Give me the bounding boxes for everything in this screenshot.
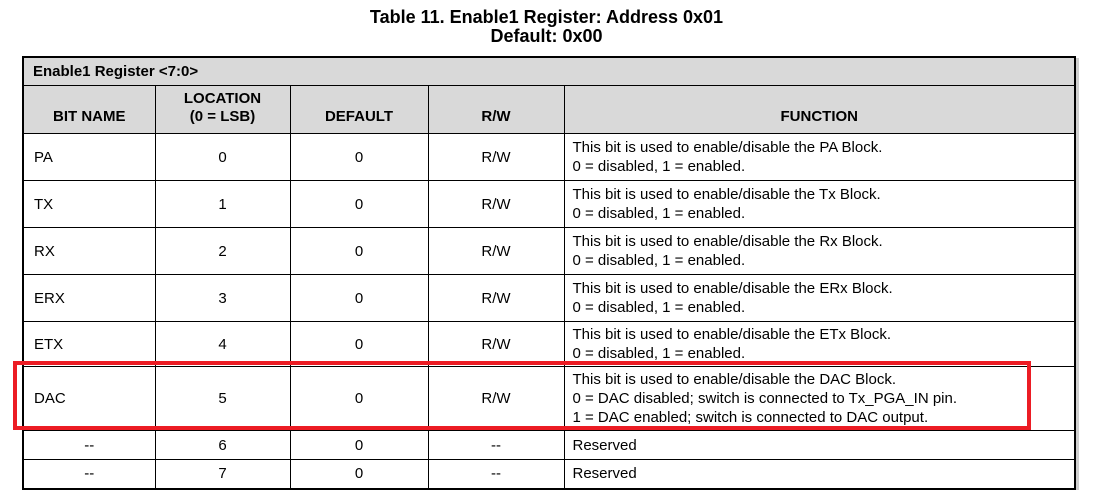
table-caption-line2: Default: 0x00: [490, 25, 603, 46]
bit-name-cell: --: [22, 459, 156, 489]
function-cell: This bit is used to enable/disable the E…: [563, 274, 1076, 322]
rw-cell: R/W: [427, 227, 565, 275]
bit-name-cell: --: [22, 430, 156, 460]
column-header-rw: R/W: [427, 85, 565, 134]
table-row-reserved-6: -- 6 0 -- Reserved: [22, 430, 1076, 460]
function-line: Reserved: [572, 436, 637, 454]
function-line: This bit is used to enable/disable the E…: [572, 326, 892, 343]
location-cell: 0: [154, 133, 291, 181]
location-cell: 6: [154, 430, 291, 460]
function-cell: Reserved: [563, 430, 1076, 460]
default-cell: 0: [289, 366, 429, 431]
bit-name-cell: PA: [22, 133, 156, 181]
column-header-location-line2: (0 = LSB): [189, 108, 256, 125]
rw-cell: R/W: [427, 180, 565, 228]
column-header-location: LOCATION (0 = LSB): [154, 85, 291, 134]
rw-cell: R/W: [427, 321, 565, 367]
rw-cell: --: [427, 459, 565, 489]
bit-name-cell: DAC: [22, 366, 156, 431]
function-line: This bit is used to enable/disable the T…: [572, 186, 881, 203]
default-cell: 0: [289, 321, 429, 367]
location-cell: 5: [154, 366, 291, 431]
function-line: 0 = disabled, 1 = enabled.: [572, 205, 746, 222]
location-cell: 4: [154, 321, 291, 367]
table-row-dac: DAC 5 0 R/W This bit is used to enable/d…: [22, 366, 1076, 431]
table-row-etx: ETX 4 0 R/W This bit is used to enable/d…: [22, 321, 1076, 367]
bit-name-cell: RX: [22, 227, 156, 275]
table-row-rx: RX 2 0 R/W This bit is used to enable/di…: [22, 227, 1076, 275]
default-cell: 0: [289, 227, 429, 275]
function-line: 0 = DAC disabled; switch is connected to…: [572, 390, 958, 407]
rw-cell: --: [427, 430, 565, 460]
rw-cell: R/W: [427, 274, 565, 322]
table-row-tx: TX 1 0 R/W This bit is used to enable/di…: [22, 180, 1076, 228]
function-cell: This bit is used to enable/disable the P…: [563, 133, 1076, 181]
function-line: 0 = disabled, 1 = enabled.: [572, 345, 746, 362]
enable1-register-table: Enable1 Register <7:0> BIT NAME LOCATION…: [22, 56, 1076, 490]
function-cell: This bit is used to enable/disable the T…: [563, 180, 1076, 228]
function-line: Reserved: [572, 465, 637, 483]
function-cell: Reserved: [563, 459, 1076, 489]
function-line: This bit is used to enable/disable the D…: [572, 371, 897, 388]
table-row-pa: PA 0 0 R/W This bit is used to enable/di…: [22, 133, 1076, 181]
function-cell: This bit is used to enable/disable the E…: [563, 321, 1076, 367]
default-cell: 0: [289, 274, 429, 322]
location-cell: 3: [154, 274, 291, 322]
function-cell: This bit is used to enable/disable the R…: [563, 227, 1076, 275]
location-cell: 7: [154, 459, 291, 489]
column-header-bit-name: BIT NAME: [22, 85, 156, 134]
column-header-default: DEFAULT: [289, 85, 429, 134]
function-line: 0 = disabled, 1 = enabled.: [572, 252, 746, 269]
function-line: This bit is used to enable/disable the P…: [572, 139, 883, 156]
default-cell: 0: [289, 133, 429, 181]
location-cell: 1: [154, 180, 291, 228]
register-group-header-row: Enable1 Register <7:0>: [22, 56, 1076, 86]
default-cell: 0: [289, 430, 429, 460]
function-line: 1 = DAC enabled; switch is connected to …: [572, 409, 929, 426]
bit-name-cell: ETX: [22, 321, 156, 367]
function-line: This bit is used to enable/disable the R…: [572, 233, 883, 250]
default-cell: 0: [289, 180, 429, 228]
rw-cell: R/W: [427, 366, 565, 431]
function-line: 0 = disabled, 1 = enabled.: [572, 299, 746, 316]
table-row-erx: ERX 3 0 R/W This bit is used to enable/d…: [22, 274, 1076, 322]
function-line: 0 = disabled, 1 = enabled.: [572, 158, 746, 175]
location-cell: 2: [154, 227, 291, 275]
column-header-row: BIT NAME LOCATION (0 = LSB) DEFAULT R/W …: [22, 85, 1076, 134]
column-header-location-line1: LOCATION: [183, 90, 262, 107]
register-group-header: Enable1 Register <7:0>: [22, 56, 1076, 86]
bit-name-cell: TX: [22, 180, 156, 228]
column-header-function: FUNCTION: [563, 85, 1076, 134]
rw-cell: R/W: [427, 133, 565, 181]
table-caption: Table 11. Enable1 Register: Address 0x01…: [0, 0, 1093, 45]
function-cell: This bit is used to enable/disable the D…: [563, 366, 1076, 431]
table-caption-line1: Table 11. Enable1 Register: Address 0x01: [369, 7, 724, 27]
default-cell: 0: [289, 459, 429, 489]
function-line: This bit is used to enable/disable the E…: [572, 280, 893, 297]
bit-name-cell: ERX: [22, 274, 156, 322]
table-row-reserved-7: -- 7 0 -- Reserved: [22, 459, 1076, 489]
